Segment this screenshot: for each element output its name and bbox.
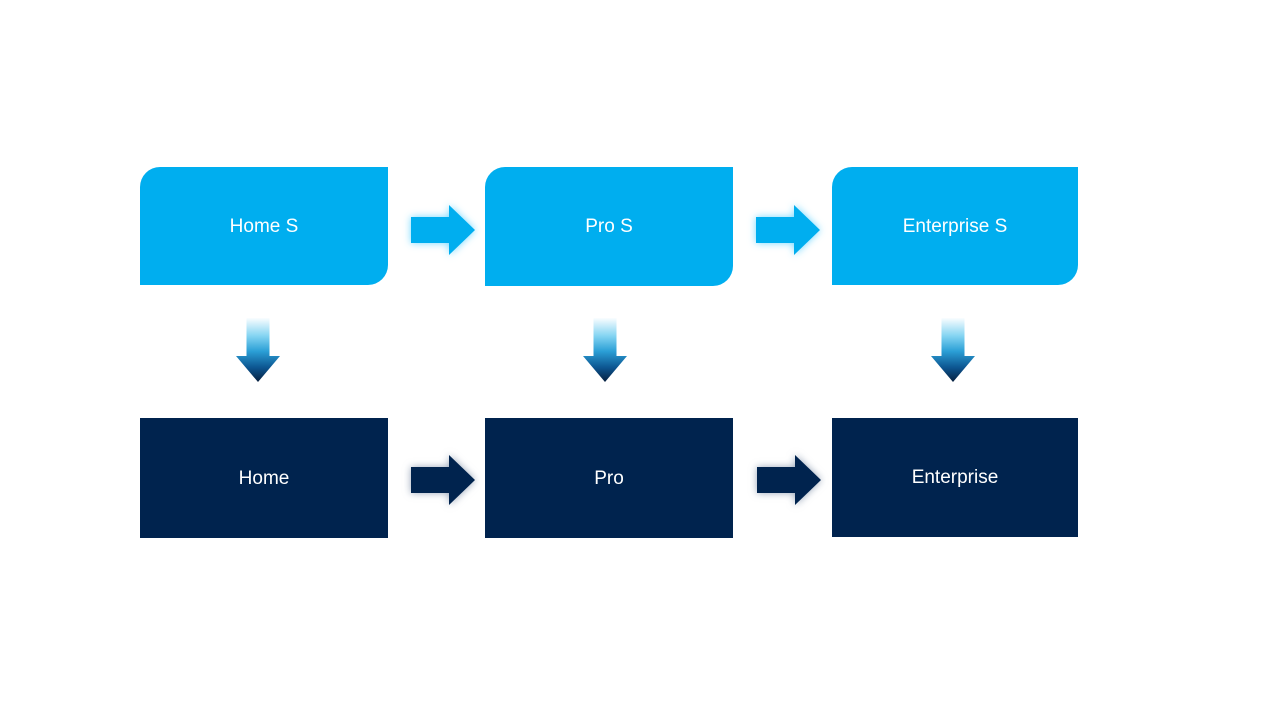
node-pro-s-label: Pro S bbox=[585, 216, 633, 237]
right-arrow-icon bbox=[756, 205, 820, 255]
down-arrow-icon bbox=[236, 318, 280, 382]
node-pro-s: Pro S bbox=[485, 167, 733, 286]
node-home: Home bbox=[140, 418, 388, 538]
right-arrow-icon bbox=[757, 455, 821, 505]
node-enterprise-label: Enterprise bbox=[911, 467, 999, 488]
right-arrow-icon bbox=[411, 455, 475, 505]
node-enterprise-s: Enterprise S bbox=[832, 167, 1078, 285]
node-home-label: Home bbox=[238, 467, 290, 489]
node-home-s-label: Home S bbox=[229, 215, 299, 237]
down-arrow-icon bbox=[931, 318, 975, 382]
node-pro: Pro bbox=[485, 418, 733, 538]
node-pro-label: Pro bbox=[594, 467, 624, 489]
right-arrow-icon bbox=[411, 205, 475, 255]
node-enterprise: Enterprise bbox=[832, 418, 1078, 537]
node-home-s: Home S bbox=[140, 167, 388, 285]
down-arrow-icon bbox=[583, 318, 627, 382]
node-enterprise-s-label: Enterprise S bbox=[902, 215, 1008, 237]
